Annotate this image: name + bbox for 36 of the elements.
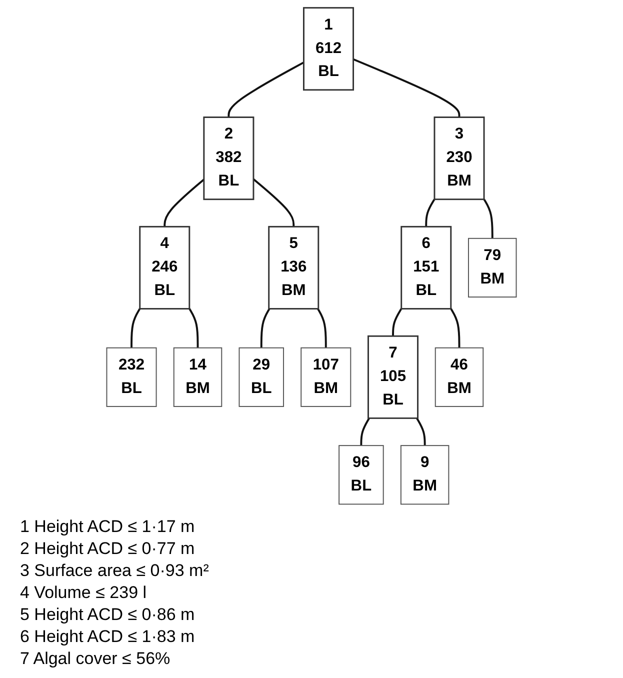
node-box: 14 BM: [173, 347, 222, 407]
connector: [188, 308, 199, 348]
node-box: 46 BM: [434, 347, 484, 407]
node-box: 107 BM: [300, 347, 352, 407]
node-box: 232 BL: [106, 347, 157, 407]
connector: [483, 198, 494, 238]
node-box: 9 BM: [400, 445, 450, 505]
node-box: 29 BL: [238, 347, 284, 407]
split-rule-note: 5 Height ACD ≤ 0·86 m: [20, 604, 196, 626]
connector: [228, 62, 304, 118]
connector: [252, 178, 295, 227]
split-rule-note: 3 Surface area ≤ 0·93 m²: [20, 560, 210, 582]
node-box: 6 151 BL: [400, 226, 452, 310]
connector: [260, 308, 270, 348]
split-rule-note: 7 Algal cover ≤ 56%: [20, 648, 172, 670]
connector: [316, 308, 327, 348]
node-box: 4 246 BL: [139, 226, 190, 310]
node-box: 1 612 BL: [303, 7, 354, 91]
split-rule-note: 6 Height ACD ≤ 1·83 m: [20, 626, 196, 648]
node-box: 79 BM: [468, 238, 517, 298]
connector: [164, 178, 205, 227]
node-box: 5 136 BM: [268, 226, 320, 310]
connector: [425, 198, 436, 227]
connector: [392, 308, 402, 336]
connector: [130, 308, 141, 348]
split-rule-note: 4 Volume ≤ 239 l: [20, 582, 148, 604]
connector: [416, 418, 426, 446]
connector: [352, 58, 460, 118]
split-rule-note: 1 Height ACD ≤ 1·17 m: [20, 516, 196, 538]
node-box: 96 BL: [338, 445, 384, 505]
node-box: 2 382 BL: [203, 116, 254, 200]
node-box: 7 105 BL: [368, 335, 419, 419]
split-rule-note: 2 Height ACD ≤ 0·77 m: [20, 538, 196, 560]
node-box: 3 230 BM: [434, 116, 485, 200]
connector: [450, 308, 460, 348]
connector: [360, 418, 370, 446]
